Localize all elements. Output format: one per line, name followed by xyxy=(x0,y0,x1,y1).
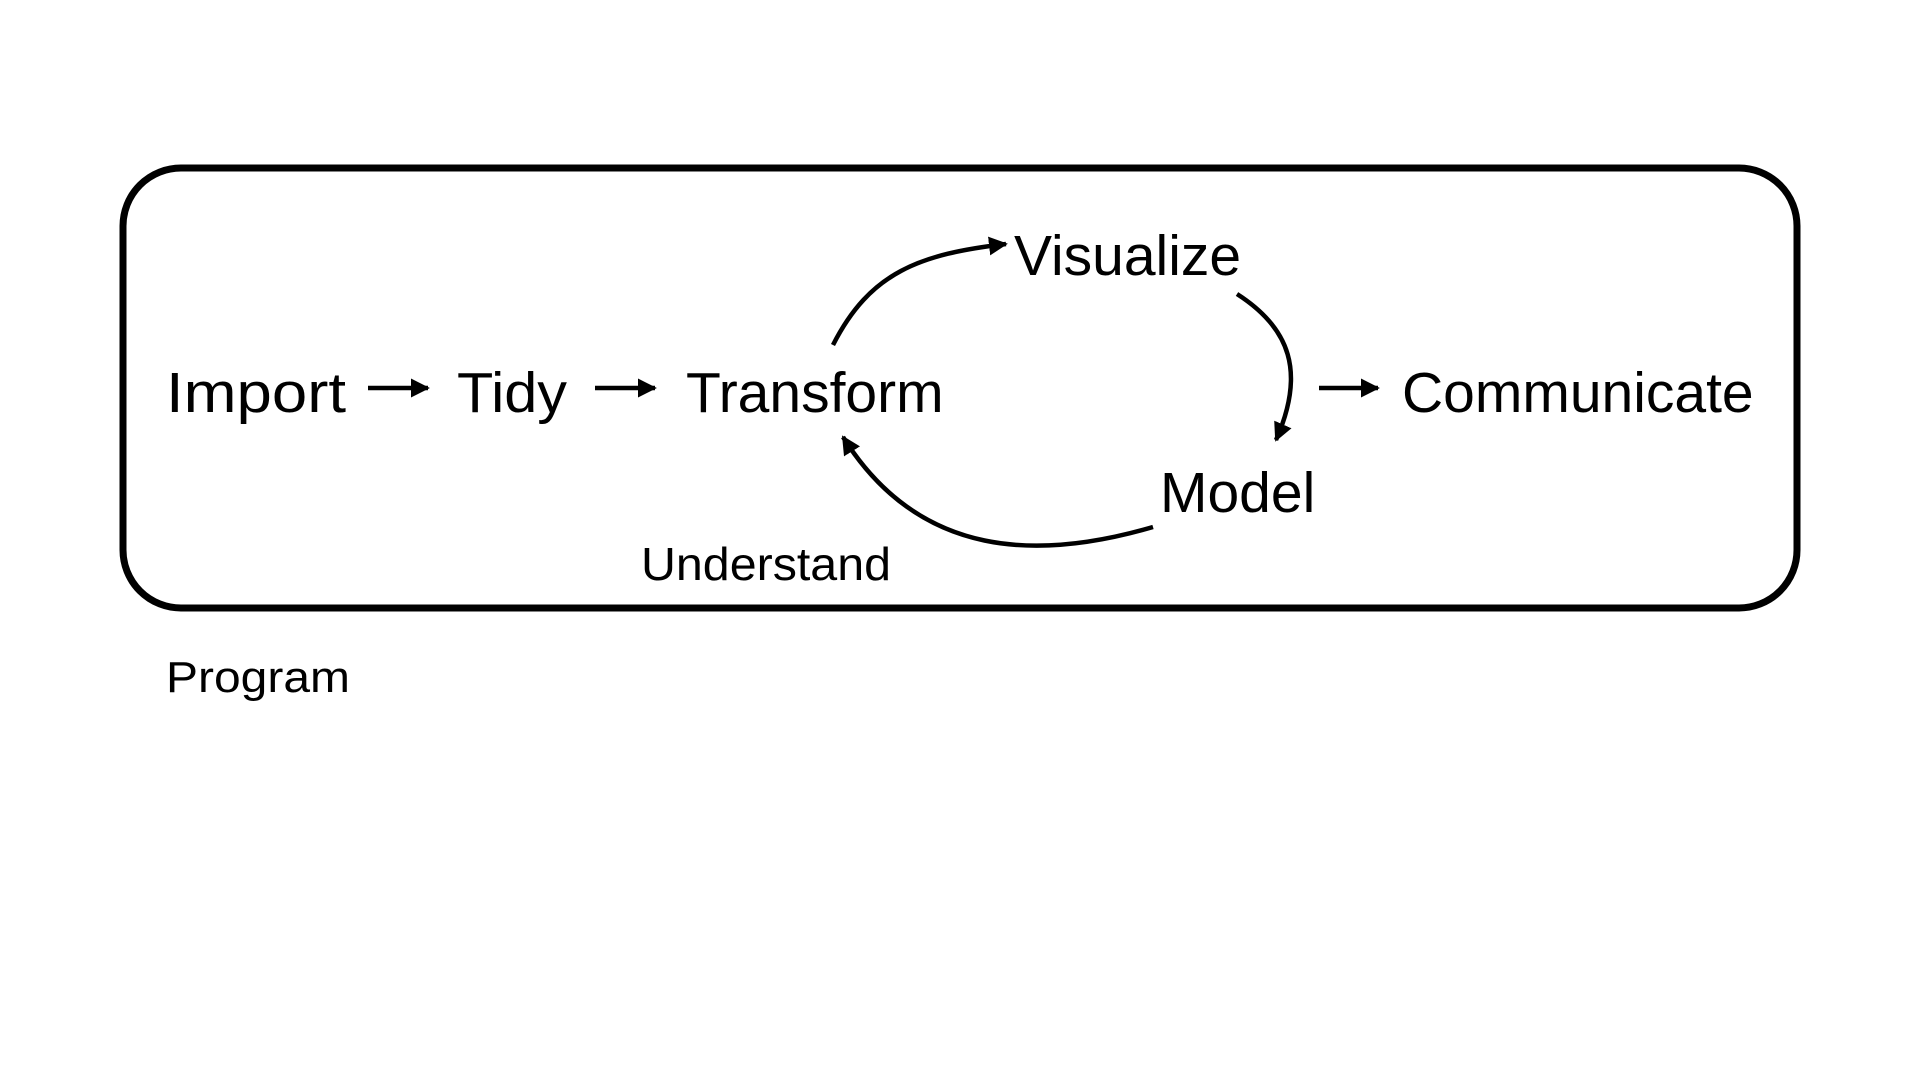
arrow-model-to-transform xyxy=(841,435,1154,548)
node-transform: Transform xyxy=(686,361,944,425)
arrow-transform-to-visualize xyxy=(830,236,1008,347)
node-communicate: Communicate xyxy=(1402,361,1754,425)
node-tidy: Tidy xyxy=(457,361,568,425)
program-frame xyxy=(119,164,1801,612)
node-import: Import xyxy=(166,361,346,425)
node-visualize: Visualize xyxy=(1014,224,1241,288)
cycle-label-understand: Understand xyxy=(641,538,891,590)
frame-label-program: Program xyxy=(166,653,350,702)
node-model: Model xyxy=(1160,461,1315,525)
arrow-visualize-to-model xyxy=(1235,292,1294,442)
